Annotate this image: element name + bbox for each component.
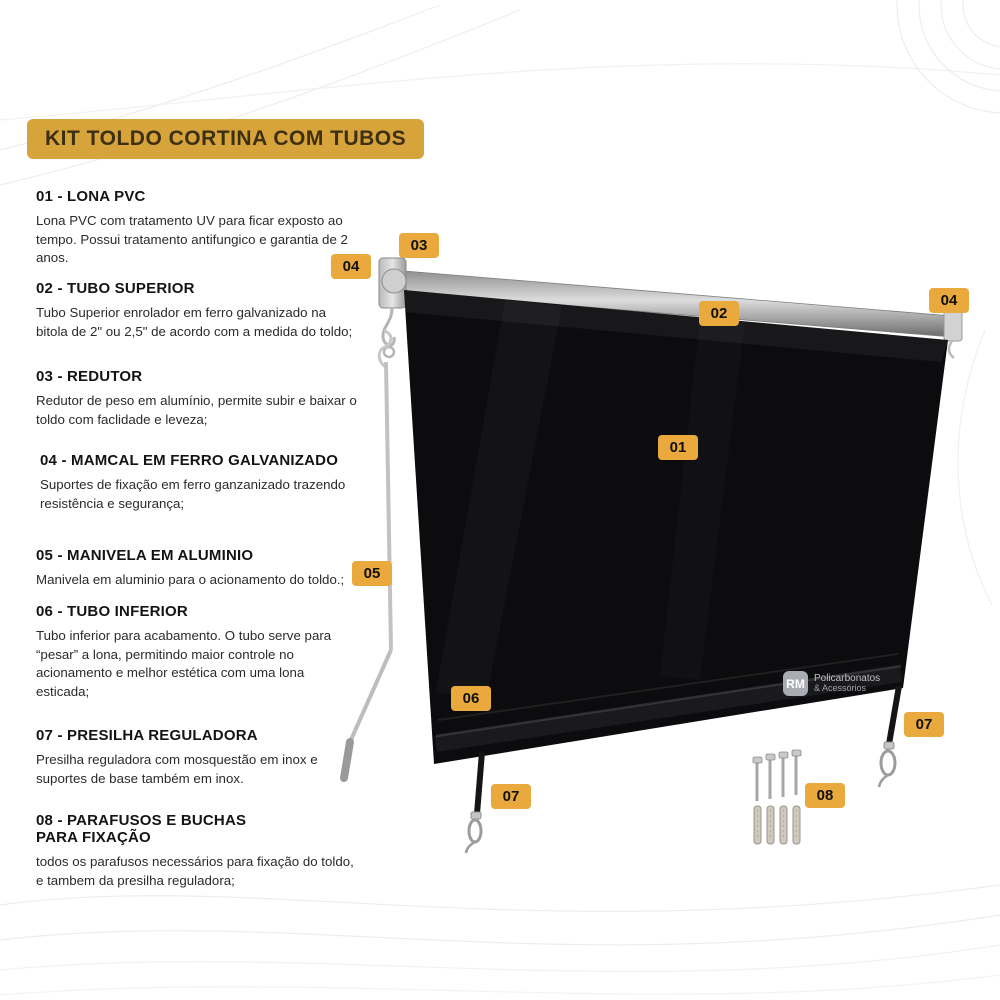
section-02-tubo-superior: 02 - TUBO SUPERIOR Tubo Superior enrolad… [36,280,358,341]
section-04-mamcal: 04 - MAMCAL EM FERRO GALVANIZADO Suporte… [40,452,362,513]
section-body: Redutor de peso em alumínio, permite sub… [36,393,357,427]
left-bracket-reducer [378,257,407,359]
pvc-canvas [404,290,948,764]
badge-04-left: 04 [331,254,371,279]
brand-name: Policarbonatos [814,673,881,685]
section-heading: 02 - TUBO SUPERIOR [36,280,195,297]
section-06-tubo-inferior: 06 - TUBO INFERIOR Tubo inferior para ac… [36,603,358,701]
section-heading: 07 - PRESILHA REGULADORA [36,727,258,744]
badge-07-right: 07 [904,712,944,737]
section-body: Presilha reguladora com mosquestão em in… [36,752,318,786]
badge-07-left: 07 [491,784,531,809]
section-07-presilha: 07 - PRESILHA REGULADORA Presilha regula… [36,727,358,788]
badge-01: 01 [658,435,698,460]
badge-06: 06 [451,686,491,711]
section-body: Manivela em aluminio para o acionamento … [36,572,345,587]
section-heading: 04 - MAMCAL EM FERRO GALVANIZADO [40,452,339,469]
section-heading: 03 - REDUTOR [36,368,143,385]
crank-handle [340,329,393,782]
page-title-text: KIT TOLDO CORTINA COM TUBOS [45,127,407,150]
badge-08: 08 [805,783,845,808]
left-clasp [464,751,485,854]
section-body: Lona PVC com tratamento UV para ficar ex… [36,213,348,266]
section-heading: 01 - LONA PVC [36,188,146,205]
badge-03: 03 [399,233,439,258]
section-08-parafusos: 08 - PARAFUSOS E BUCHAS PARA FIXAÇÃO tod… [36,812,354,890]
section-body: todos os parafusos necessários para fixa… [36,854,354,888]
badge-04-right: 04 [929,288,969,313]
section-03-redutor: 03 - REDUTOR Redutor de peso em alumínio… [36,368,358,429]
section-heading: 06 - TUBO INFERIOR [36,603,188,620]
section-body: Tubo inferior para acabamento. O tubo se… [36,628,332,699]
screws-and-plugs [752,749,802,845]
section-body: Suportes de fixação em ferro ganzanizado… [40,477,346,511]
right-clasp [877,685,902,788]
page-title: KIT TOLDO CORTINA COM TUBOS [27,119,425,159]
section-01-lona-pvc: 01 - LONA PVC Lona PVC com tratamento UV… [36,188,358,268]
brand-logo-icon: RM [783,671,808,696]
brand-watermark: RM Policarbonatos & Acessórios [783,671,880,696]
section-heading: 08 - PARAFUSOS E BUCHAS PARA FIXAÇÃO [36,812,247,846]
section-05-manivela: 05 - MANIVELA EM ALUMINIO Manivela em al… [36,547,358,590]
section-heading: 05 - MANIVELA EM ALUMINIO [36,547,254,564]
badge-02: 02 [699,301,739,326]
badge-05: 05 [352,561,392,586]
section-body: Tubo Superior enrolador em ferro galvani… [36,305,353,339]
brand-subname: & Acessórios [814,683,867,694]
right-bracket [943,305,963,359]
